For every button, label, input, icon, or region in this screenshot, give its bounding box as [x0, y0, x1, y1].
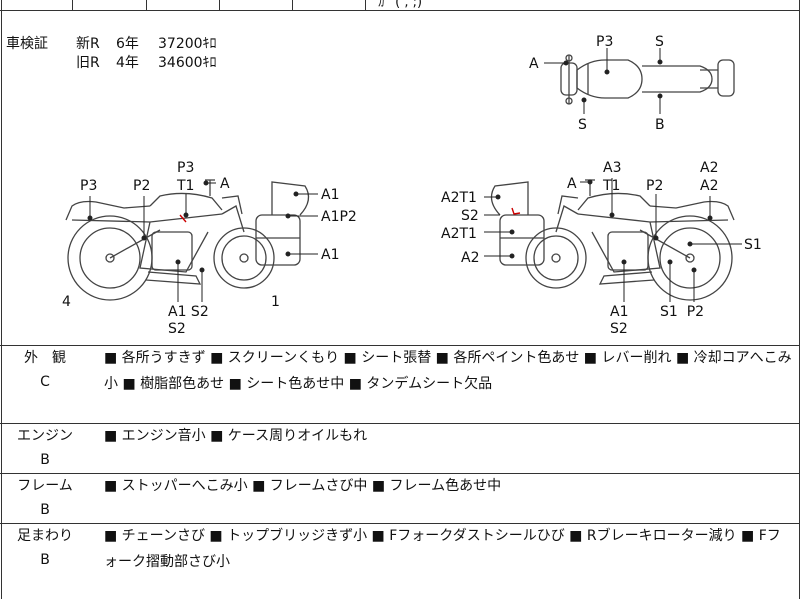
section-frame-text: ■ ストッパーへこみ小 ■ フレームさび中 ■ フレーム色あせ中 [104, 478, 502, 494]
section-exterior-name: 外 観 [24, 350, 66, 366]
label-top-A: A [529, 56, 539, 72]
label-top-P3: P3 [596, 34, 613, 50]
label-left-A: A [220, 176, 230, 192]
label-top-B: B [655, 117, 665, 133]
label-left-A1S2: A1 S2 [168, 304, 209, 320]
inspection-old-km: 34600ｷﾛ [158, 55, 217, 71]
label-right-T1: T1 [602, 178, 620, 194]
section-suspension-text: ■ チェーンさび ■ トップブリッジきず小 ■ Fフォークダストシールひび ■ … [104, 528, 781, 570]
header-strip: ｶﾞ ( , ;) [0, 0, 800, 11]
inspection-new-type: 新R [76, 36, 100, 52]
label-left-side-1: 1 [271, 294, 280, 310]
header-cell-divider [219, 0, 220, 10]
header-cell-divider [146, 0, 147, 10]
label-right-S1P2: S1 P2 [660, 304, 704, 320]
label-top-S-bottom: S [578, 117, 587, 133]
label-right-A2-top: A2 [700, 160, 718, 176]
header-cell-divider [72, 0, 73, 10]
section-divider [0, 473, 800, 474]
header-cell-divider [292, 0, 293, 10]
motorcycle-right-view [490, 179, 735, 301]
motorcycle-damage-diagram: A P3 S S B P3 P2 P3 T1 A A1 A1P2 A1 4 A1… [62, 34, 762, 337]
section-divider [0, 345, 800, 346]
section-suspension-name: 足まわり [17, 528, 73, 544]
label-right-S2-bottom: S2 [610, 321, 628, 337]
label-left-P3-top: P3 [177, 160, 194, 176]
label-right-A2T1-lower: A2T1 [441, 226, 477, 242]
label-top-S: S [655, 34, 664, 50]
label-left-S2: S2 [168, 321, 186, 337]
section-exterior-grade: C [40, 374, 50, 390]
label-right-S2: S2 [461, 208, 479, 224]
section-divider [0, 423, 800, 424]
label-right-S1: S1 [744, 237, 762, 253]
section-exterior-text: ■ 各所うすきず ■ スクリーンくもり ■ シート張替 ■ 各所ペイント色あせ … [104, 350, 792, 392]
inspection-new-km: 37200ｷﾛ [158, 36, 217, 52]
inspection-old-year: 4年 [116, 55, 139, 71]
label-left-P3: P3 [80, 178, 97, 194]
label-right-A2: A2 [461, 250, 479, 266]
label-left-A1-lower: A1 [321, 247, 339, 263]
label-left-side-number: 4 [62, 294, 71, 310]
label-right-P2: P2 [646, 178, 663, 194]
motorcycle-top-view [560, 54, 735, 105]
section-suspension-grade: B [40, 552, 50, 568]
damage-marks [179, 207, 521, 223]
label-right-A1: A1 [610, 304, 628, 320]
inspection-old-type: 旧R [76, 55, 100, 71]
section-engine-text: ■ エンジン音小 ■ ケース周りオイルもれ [104, 428, 368, 444]
section-frame-grade: B [40, 502, 50, 518]
motorcycle-left-view [65, 179, 310, 301]
label-right-A: A [567, 176, 577, 192]
label-left-A1P2: A1P2 [321, 209, 357, 225]
label-right-A2-second: A2 [700, 178, 718, 194]
inspection-label: 車検証 [6, 36, 48, 52]
leader-lines [87, 48, 742, 302]
section-engine-grade: B [40, 452, 50, 468]
header-cell-divider [365, 0, 366, 10]
header-partial-text: ｶﾞ ( , ;) [378, 0, 423, 10]
section-divider [0, 523, 800, 524]
section-engine-name: エンジン [17, 428, 73, 444]
label-right-A3: A3 [603, 160, 621, 176]
label-left-A1: A1 [321, 187, 339, 203]
label-right-A2T1: A2T1 [441, 190, 477, 206]
label-left-T1: T1 [176, 178, 194, 194]
inspection-new-year: 6年 [116, 36, 139, 52]
label-left-P2: P2 [133, 178, 150, 194]
section-frame-name: フレーム [17, 478, 73, 494]
